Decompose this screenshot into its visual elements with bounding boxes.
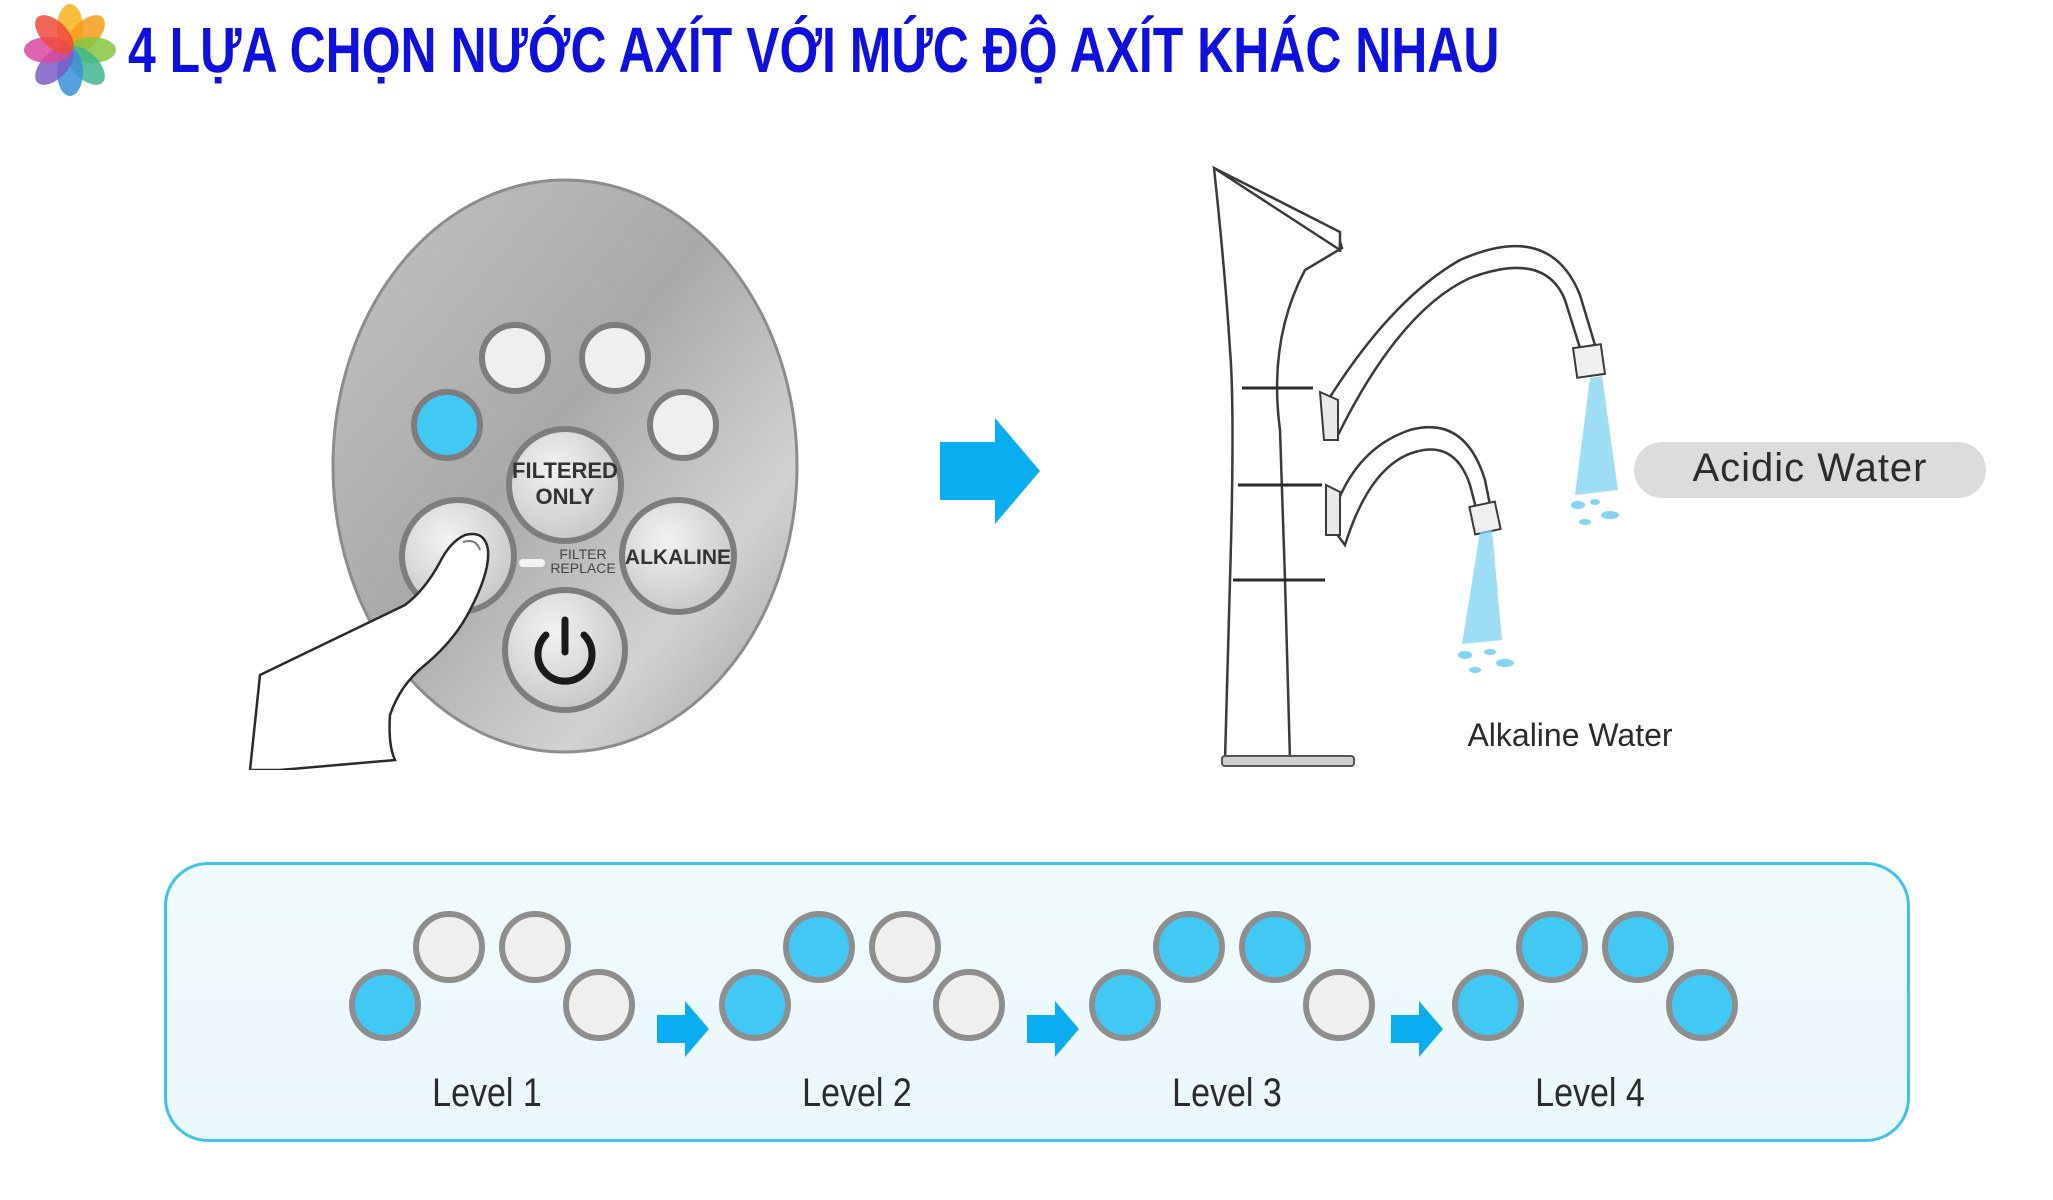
level-1-light-4	[563, 969, 635, 1041]
level-arrow-3	[1391, 1001, 1443, 1057]
level-3-light-1	[1089, 969, 1161, 1041]
level-2: Level 2	[719, 911, 1005, 1115]
arrow-right-icon	[940, 418, 1040, 524]
header: 4 LỰA CHỌN NƯỚC AXÍT VỚI MỨC ĐỘ AXÍT KHÁ…	[20, 0, 1886, 100]
level-1: Level 1	[349, 911, 635, 1115]
svg-text:REPLACE: REPLACE	[550, 560, 615, 576]
level-2-light-1	[719, 969, 791, 1041]
level-2-light-4	[933, 969, 1005, 1041]
level-1-label: Level 1	[432, 1071, 542, 1115]
level-1-light-2	[413, 911, 485, 983]
filtered-only-label-2: ONLY	[535, 484, 594, 509]
level-4-light-4	[1666, 969, 1738, 1041]
power-icon	[534, 616, 596, 685]
page-title: 4 LỰA CHỌN NƯỚC AXÍT VỚI MỨC ĐỘ AXÍT KHÁ…	[128, 14, 1500, 86]
level-arrow-1	[657, 1001, 709, 1057]
level-4-label: Level 4	[1535, 1071, 1645, 1115]
indicator-light-1	[411, 389, 483, 461]
acidic-water-label: Acidic Water	[1692, 446, 1928, 490]
photos-flower-icon	[24, 4, 116, 96]
level-1-light-1	[349, 969, 421, 1041]
level-3-light-4	[1303, 969, 1375, 1041]
filtered-only-label-1: FILTERED	[512, 458, 618, 483]
level-3-label: Level 3	[1172, 1071, 1282, 1115]
hand-illustration	[248, 532, 490, 770]
level-3-light-3	[1239, 911, 1311, 983]
power-button[interactable]	[502, 587, 628, 713]
alkaline-label: ALKALINE	[625, 546, 731, 569]
acidity-levels-panel: Level 1 Level 2 Level 3 Level 4	[164, 862, 1910, 1142]
level-2-light-3	[869, 911, 941, 983]
level-2-label: Level 2	[802, 1071, 912, 1115]
level-3-light-2	[1153, 911, 1225, 983]
acidic-water-pill	[1634, 442, 1986, 498]
level-2-light-2	[783, 911, 855, 983]
level-4-light-3	[1602, 911, 1674, 983]
level-1-light-3	[499, 911, 571, 983]
filtered-only-button[interactable]: FILTERED ONLY	[506, 426, 624, 544]
level-4: Level 4	[1452, 911, 1738, 1115]
indicator-light-4	[647, 389, 719, 461]
level-arrow-2	[1027, 1001, 1079, 1057]
indicator-light-2	[479, 322, 551, 394]
level-4-light-2	[1516, 911, 1588, 983]
control-panel: FILTERED ONLY IC ALKALINE FILTER REPLACE	[248, 178, 799, 770]
alkaline-water-label: Alkaline Water	[1467, 717, 1673, 753]
level-3: Level 3	[1089, 911, 1375, 1115]
alkaline-button[interactable]: ALKALINE	[619, 497, 737, 615]
filter-replace-indicator: FILTER REPLACE	[519, 546, 616, 576]
level-4-light-1	[1452, 969, 1524, 1041]
faucet-illustration	[1212, 165, 1619, 767]
svg-text:FILTER: FILTER	[559, 546, 606, 562]
indicator-light-3	[579, 322, 651, 394]
